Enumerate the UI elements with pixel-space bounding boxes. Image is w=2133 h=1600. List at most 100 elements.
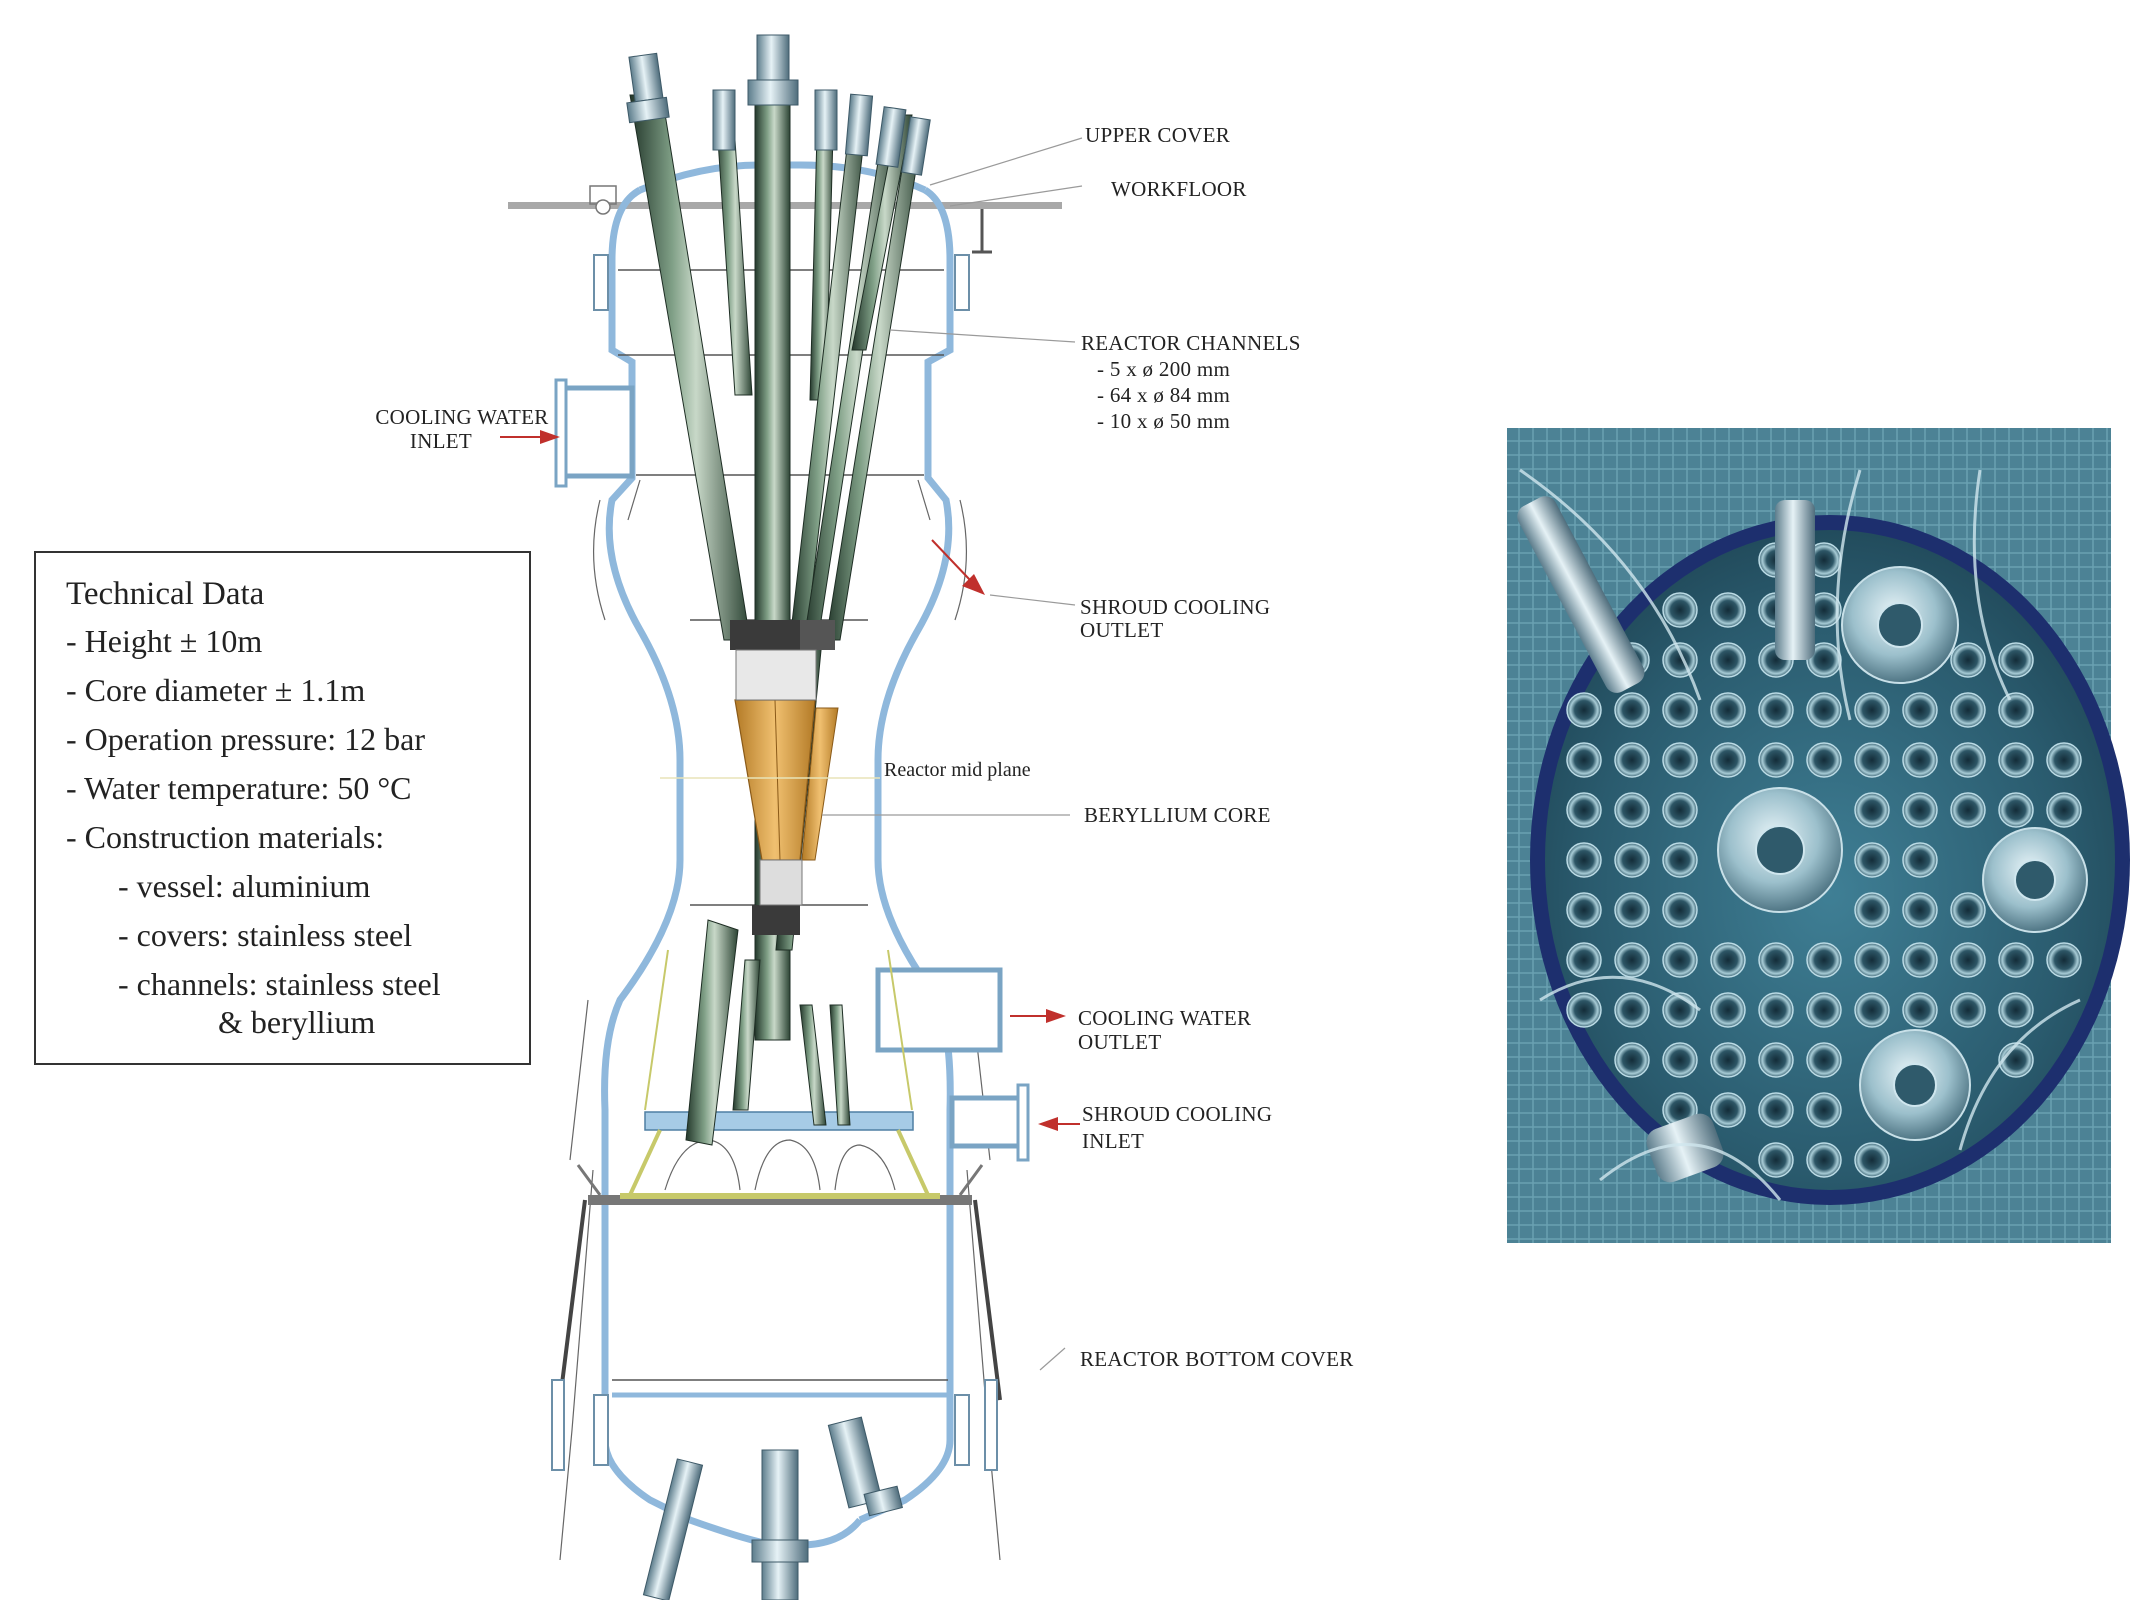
label-cooling-water-outlet-1: COOLING WATER (1078, 1006, 1251, 1030)
photo-channel-hole (1662, 692, 1698, 728)
photo-channel-hole (1998, 992, 2034, 1028)
photo-channel-hole (1710, 992, 1746, 1028)
label-channel-spec-3: - 10 x ø 50 mm (1097, 409, 1230, 433)
photo-channel-hole (1902, 942, 1938, 978)
label-reactor-bottom-cover: REACTOR BOTTOM COVER (1080, 1347, 1354, 1371)
photo-channel-hole (1614, 892, 1650, 928)
reactor-pool-photo (1507, 428, 2130, 1243)
photo-channel-hole (1566, 692, 1602, 728)
photo-channel-hole (1950, 892, 1986, 928)
label-cooling-water-inlet-2: INLET (410, 429, 472, 453)
photo-channel-hole (1758, 942, 1794, 978)
photo-channel-hole (1662, 1042, 1698, 1078)
label-channel-spec-1: - 5 x ø 200 mm (1097, 357, 1230, 381)
photo-channel-hole (1806, 1142, 1842, 1178)
photo-channel-hole (1614, 742, 1650, 778)
photo-channel-hole (1950, 792, 1986, 828)
photo-channel-hole (1566, 942, 1602, 978)
photo-channel-hole (1902, 992, 1938, 1028)
photo-channel-hole (1758, 742, 1794, 778)
tech-item-height: - Height ± 10m (66, 623, 262, 659)
photo-channel-hole (1854, 792, 1890, 828)
leader-lines (822, 137, 1083, 1371)
bottom-nozzles (642, 1416, 904, 1600)
tech-item-core-diameter: - Core diameter ± 1.1m (66, 672, 365, 708)
photo-channel-hole (1710, 1092, 1746, 1128)
photo-channel-hole (1854, 692, 1890, 728)
photo-channel-hole (1998, 742, 2034, 778)
photo-channel-hole (1662, 942, 1698, 978)
photo-channel-hole (1998, 792, 2034, 828)
photo-channel-hole (1902, 892, 1938, 928)
photo-channel-hole (1662, 842, 1698, 878)
photo-channel-hole (1710, 592, 1746, 628)
photo-channel-hole (1758, 992, 1794, 1028)
photo-channel-hole (1854, 1142, 1890, 1178)
photo-channel-hole (1662, 892, 1698, 928)
photo-channel-hole (1854, 992, 1890, 1028)
photo-channel-hole (1902, 692, 1938, 728)
cooling-water-inlet-nozzle (554, 378, 635, 488)
photo-channel-hole (1806, 642, 1842, 678)
photo-channel-hole (1566, 992, 1602, 1028)
photo-channel-hole (1566, 892, 1602, 928)
photo-channel-hole (1950, 942, 1986, 978)
photo-channel-hole (1614, 942, 1650, 978)
photo-channel-hole (1614, 692, 1650, 728)
photo-channel-hole (1854, 742, 1890, 778)
photo-channel-hole (1998, 692, 2034, 728)
photo-channel-hole (1902, 742, 1938, 778)
photo-channel-hole (1710, 1042, 1746, 1078)
photo-channel-hole (1806, 692, 1842, 728)
photo-channel-hole (1902, 842, 1938, 878)
photo-channel-hole (1806, 1092, 1842, 1128)
photo-channel-holes (1566, 542, 2082, 1178)
label-workfloor: WORKFLOOR (1111, 177, 1247, 201)
photo-channel-hole (2046, 742, 2082, 778)
label-beryllium-core: BERYLLIUM CORE (1084, 803, 1271, 827)
flow-arrows (500, 430, 1080, 1131)
tech-subitem-channels: - channels: stainless steel (118, 966, 441, 1002)
photo-channel-hole (2046, 792, 2082, 828)
label-shroud-cooling-inlet-1: SHROUD COOLING (1082, 1102, 1272, 1126)
photo-channel-hole (1758, 692, 1794, 728)
beryllium-core (734, 649, 839, 906)
tech-subitem-channels-continuation: & beryllium (218, 1004, 375, 1040)
core-grid-rings (730, 620, 835, 935)
photo-bottom-instrument (1646, 1113, 1724, 1183)
photo-channel-hole (1614, 992, 1650, 1028)
tech-item-operation-pressure: - Operation pressure: 12 bar (66, 721, 425, 757)
photo-channel-hole (1614, 792, 1650, 828)
photo-channel-hole (2046, 942, 2082, 978)
photo-channel-hole (1614, 1042, 1650, 1078)
technical-data-title: Technical Data (66, 576, 265, 612)
photo-channel-hole (1710, 642, 1746, 678)
photo-channel-hole (1566, 842, 1602, 878)
label-reactor-mid-plane: Reactor mid plane (884, 759, 1031, 781)
photo-channel-hole (1950, 642, 1986, 678)
photo-channel-hole (1710, 742, 1746, 778)
photo-channel-hole (1854, 842, 1890, 878)
label-shroud-cooling-outlet-1: SHROUD COOLING (1080, 595, 1270, 619)
photo-channel-hole (1758, 1092, 1794, 1128)
photo-channel-hole (1806, 942, 1842, 978)
photo-channel-hole (1662, 742, 1698, 778)
photo-channel-hole (1950, 692, 1986, 728)
photo-channel-hole (1950, 742, 1986, 778)
label-cooling-water-outlet-2: OUTLET (1078, 1030, 1161, 1054)
photo-channel-hole (1710, 942, 1746, 978)
photo-channel-hole (1710, 692, 1746, 728)
shroud-cooling-inlet-nozzle (949, 1083, 1030, 1162)
technical-data-box: Technical Data - Height ± 10m - Core dia… (34, 551, 531, 1065)
photo-channel-hole (1566, 792, 1602, 828)
photo-channel-hole (1950, 992, 1986, 1028)
label-shroud-cooling-inlet-2: INLET (1082, 1129, 1144, 1153)
photo-channel-hole (1998, 942, 2034, 978)
lower-plenum-liner (644, 949, 913, 1111)
photo-channel-hole (1758, 1142, 1794, 1178)
photo-channel-hole (1806, 1042, 1842, 1078)
photo-channel-hole (1662, 642, 1698, 678)
photo-channel-hole (1614, 842, 1650, 878)
lower-grid-plate (620, 1111, 940, 1199)
